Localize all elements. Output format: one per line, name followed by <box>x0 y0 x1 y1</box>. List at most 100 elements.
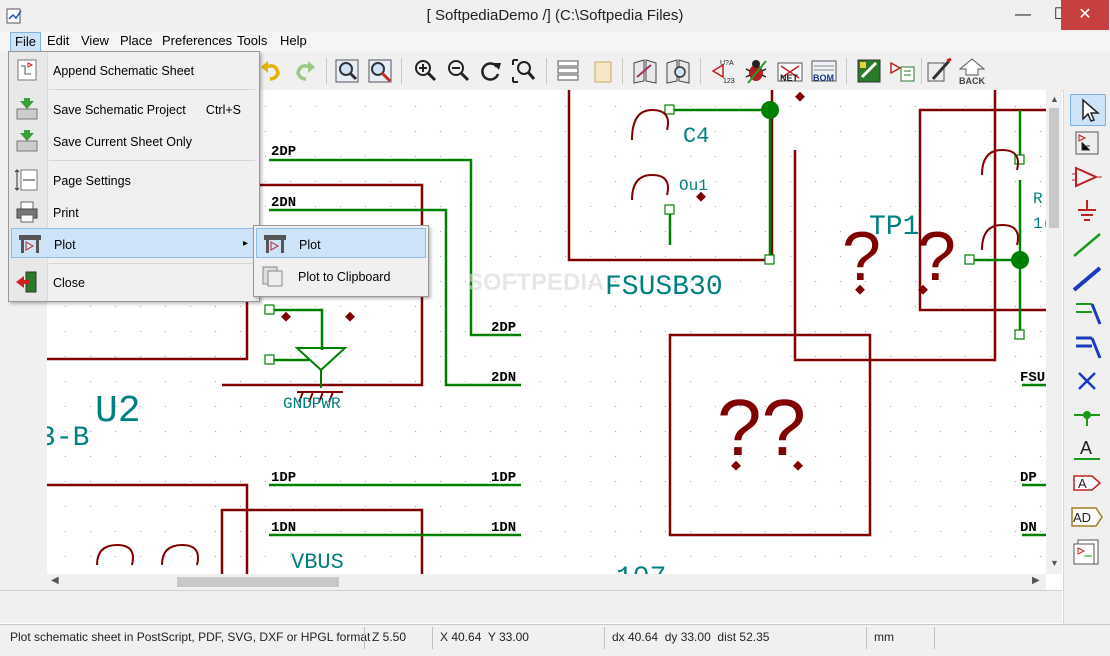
library-icon[interactable] <box>588 57 616 85</box>
ref-tp1: TP1 <box>869 212 919 243</box>
zoom-out-icon[interactable] <box>444 57 472 85</box>
erc-icon[interactable] <box>742 57 770 85</box>
scroll-up-icon[interactable]: ▲ <box>1050 94 1059 104</box>
menu-preferences[interactable]: Preferences <box>162 33 233 48</box>
save-icon <box>16 98 38 120</box>
menu-file[interactable]: File <box>10 32 41 52</box>
select-arrow-button[interactable] <box>1070 94 1106 126</box>
unknown-value-tp1: ? <box>842 217 881 295</box>
app-icon[interactable] <box>6 7 24 25</box>
ref-fsusb30: FSUSB30 <box>605 272 723 303</box>
submenu-arrow-icon: ▸ <box>242 238 248 249</box>
clipboard-icon <box>262 266 283 287</box>
ref-gndpwr: GNDPWR <box>283 395 341 413</box>
wire-to-bus-icon[interactable] <box>1070 298 1104 328</box>
place-bus-icon[interactable] <box>1070 264 1104 294</box>
hierarchical-label-icon[interactable]: AD <box>1070 502 1104 532</box>
vertical-scrollbar[interactable]: ▲ ▼ <box>1046 90 1062 574</box>
global-label-icon[interactable]: A <box>1070 468 1104 498</box>
menu-item-print[interactable]: Print <box>9 197 259 227</box>
place-power-icon[interactable] <box>1070 196 1104 226</box>
label-1dp-left: 1DP <box>271 470 296 486</box>
pcbnew-icon[interactable] <box>888 57 916 85</box>
plotter-icon <box>19 235 41 253</box>
menu-bar: File Edit View Place Preferences Tools H… <box>0 32 1110 52</box>
bom-icon[interactable]: BOM <box>810 57 838 85</box>
svg-text:A: A <box>1078 476 1087 491</box>
find-icon[interactable] <box>366 57 394 85</box>
label-2dp-top: 2DP <box>271 144 296 160</box>
menu-help[interactable]: Help <box>280 33 307 48</box>
scroll-right-icon[interactable]: ▶ <box>1032 575 1040 586</box>
menu-item-save-current-sheet[interactable]: Save Current Sheet Only <box>9 126 259 156</box>
unknown-value-right: ? <box>917 217 956 295</box>
horizontal-scroll-thumb[interactable] <box>177 577 339 587</box>
back-icon[interactable]: BACK <box>956 57 988 85</box>
menu-view[interactable]: View <box>81 33 109 48</box>
page-settings-icon <box>14 169 38 191</box>
no-connect-icon[interactable] <box>1070 366 1104 396</box>
zoom-in-icon[interactable] <box>411 57 439 85</box>
undo-icon[interactable] <box>258 57 286 85</box>
ref-b-suffix: 3-B <box>47 423 89 454</box>
minimize-button[interactable]: — <box>1015 6 1031 23</box>
menu-tools[interactable]: Tools <box>237 33 268 48</box>
vertical-scroll-thumb[interactable] <box>1049 108 1059 228</box>
status-bar: Plot schematic sheet in PostScript, PDF,… <box>0 624 1110 656</box>
submenu-item-plot-to-clipboard[interactable]: Plot to Clipboard <box>254 261 426 291</box>
horizontal-scrollbar[interactable]: ◀ ▶ <box>47 574 1046 590</box>
close-window-button[interactable]: ✕ <box>1061 0 1109 30</box>
ref-bottom-partial: 107 <box>616 563 666 574</box>
label-1dn-right: 1DN <box>491 520 516 536</box>
hierarchy-icon[interactable] <box>555 57 583 85</box>
menu-edit[interactable]: Edit <box>47 33 70 48</box>
menu-item-append-schematic-sheet[interactable]: Append Schematic Sheet <box>9 55 259 85</box>
netlist-icon[interactable]: NET <box>776 57 804 85</box>
hierarchy-nav-icon[interactable] <box>1070 128 1104 158</box>
library-view-icon[interactable] <box>664 57 692 85</box>
menu-item-page-settings[interactable]: Page Settings <box>9 165 259 195</box>
scroll-down-icon[interactable]: ▼ <box>1050 558 1059 568</box>
ref-u2: U2 <box>95 390 141 433</box>
ref-c4: C4 <box>683 124 709 149</box>
status-message: Plot schematic sheet in PostScript, PDF,… <box>10 630 371 644</box>
zoom-page-icon[interactable] <box>333 57 361 85</box>
watermark: SOFTPEDIA <box>467 269 604 296</box>
bus-to-bus-icon[interactable] <box>1070 332 1104 362</box>
file-menu-dropdown: Append Schematic Sheet Save Schematic Pr… <box>8 51 260 302</box>
junction-icon[interactable] <box>1070 400 1104 430</box>
hierarchical-sheet-icon[interactable] <box>1070 536 1104 566</box>
label-dp: DP <box>1020 470 1037 486</box>
label-1dn-left: 1DN <box>271 520 296 536</box>
ref-ou1: Ou1 <box>679 177 708 195</box>
title-bar: [ SoftpediaDemo /] (C:\Softpedia Files) … <box>0 0 1110 32</box>
scroll-left-icon[interactable]: ◀ <box>51 575 59 586</box>
redo-icon[interactable] <box>290 57 318 85</box>
menu-item-save-schematic-project[interactable]: Save Schematic Project Ctrl+S <box>9 94 259 124</box>
unknown-value-qq: ?? <box>717 383 806 472</box>
ref-r: R <box>1033 190 1043 208</box>
status-zoom: Z 5.50 <box>372 630 407 644</box>
place-component-icon[interactable] <box>1070 162 1104 192</box>
plot-submenu: Plot Plot to Clipboard <box>253 225 429 297</box>
label-2dn-mid: 2DN <box>491 370 516 386</box>
menu-place[interactable]: Place <box>120 33 153 48</box>
svg-text:BOM: BOM <box>813 73 834 83</box>
right-toolbar: A A AD <box>1063 90 1110 630</box>
menu-item-plot[interactable]: Plot ▸ <box>11 228 257 258</box>
menu-item-close[interactable]: Close <box>9 267 259 297</box>
place-wire-icon[interactable] <box>1070 230 1104 260</box>
schematic-canvas[interactable]: 2DP 2DN 2DP 2DN 1DP 1DP 1DN 1DN FSU DP D… <box>47 90 1046 574</box>
ref-partial: 1( <box>1033 215 1046 233</box>
plotter-icon <box>264 235 286 253</box>
redraw-icon[interactable] <box>477 57 505 85</box>
library-browser-icon[interactable] <box>631 57 659 85</box>
submenu-item-plot[interactable]: Plot <box>256 228 426 258</box>
svg-text:NET: NET <box>780 73 799 83</box>
ref-vbus: VBUS <box>291 550 344 574</box>
cvpcb-icon[interactable] <box>855 57 883 85</box>
import-footprint-icon[interactable] <box>925 57 953 85</box>
zoom-fit-icon[interactable] <box>510 57 538 85</box>
net-label-icon[interactable]: A <box>1070 434 1104 464</box>
